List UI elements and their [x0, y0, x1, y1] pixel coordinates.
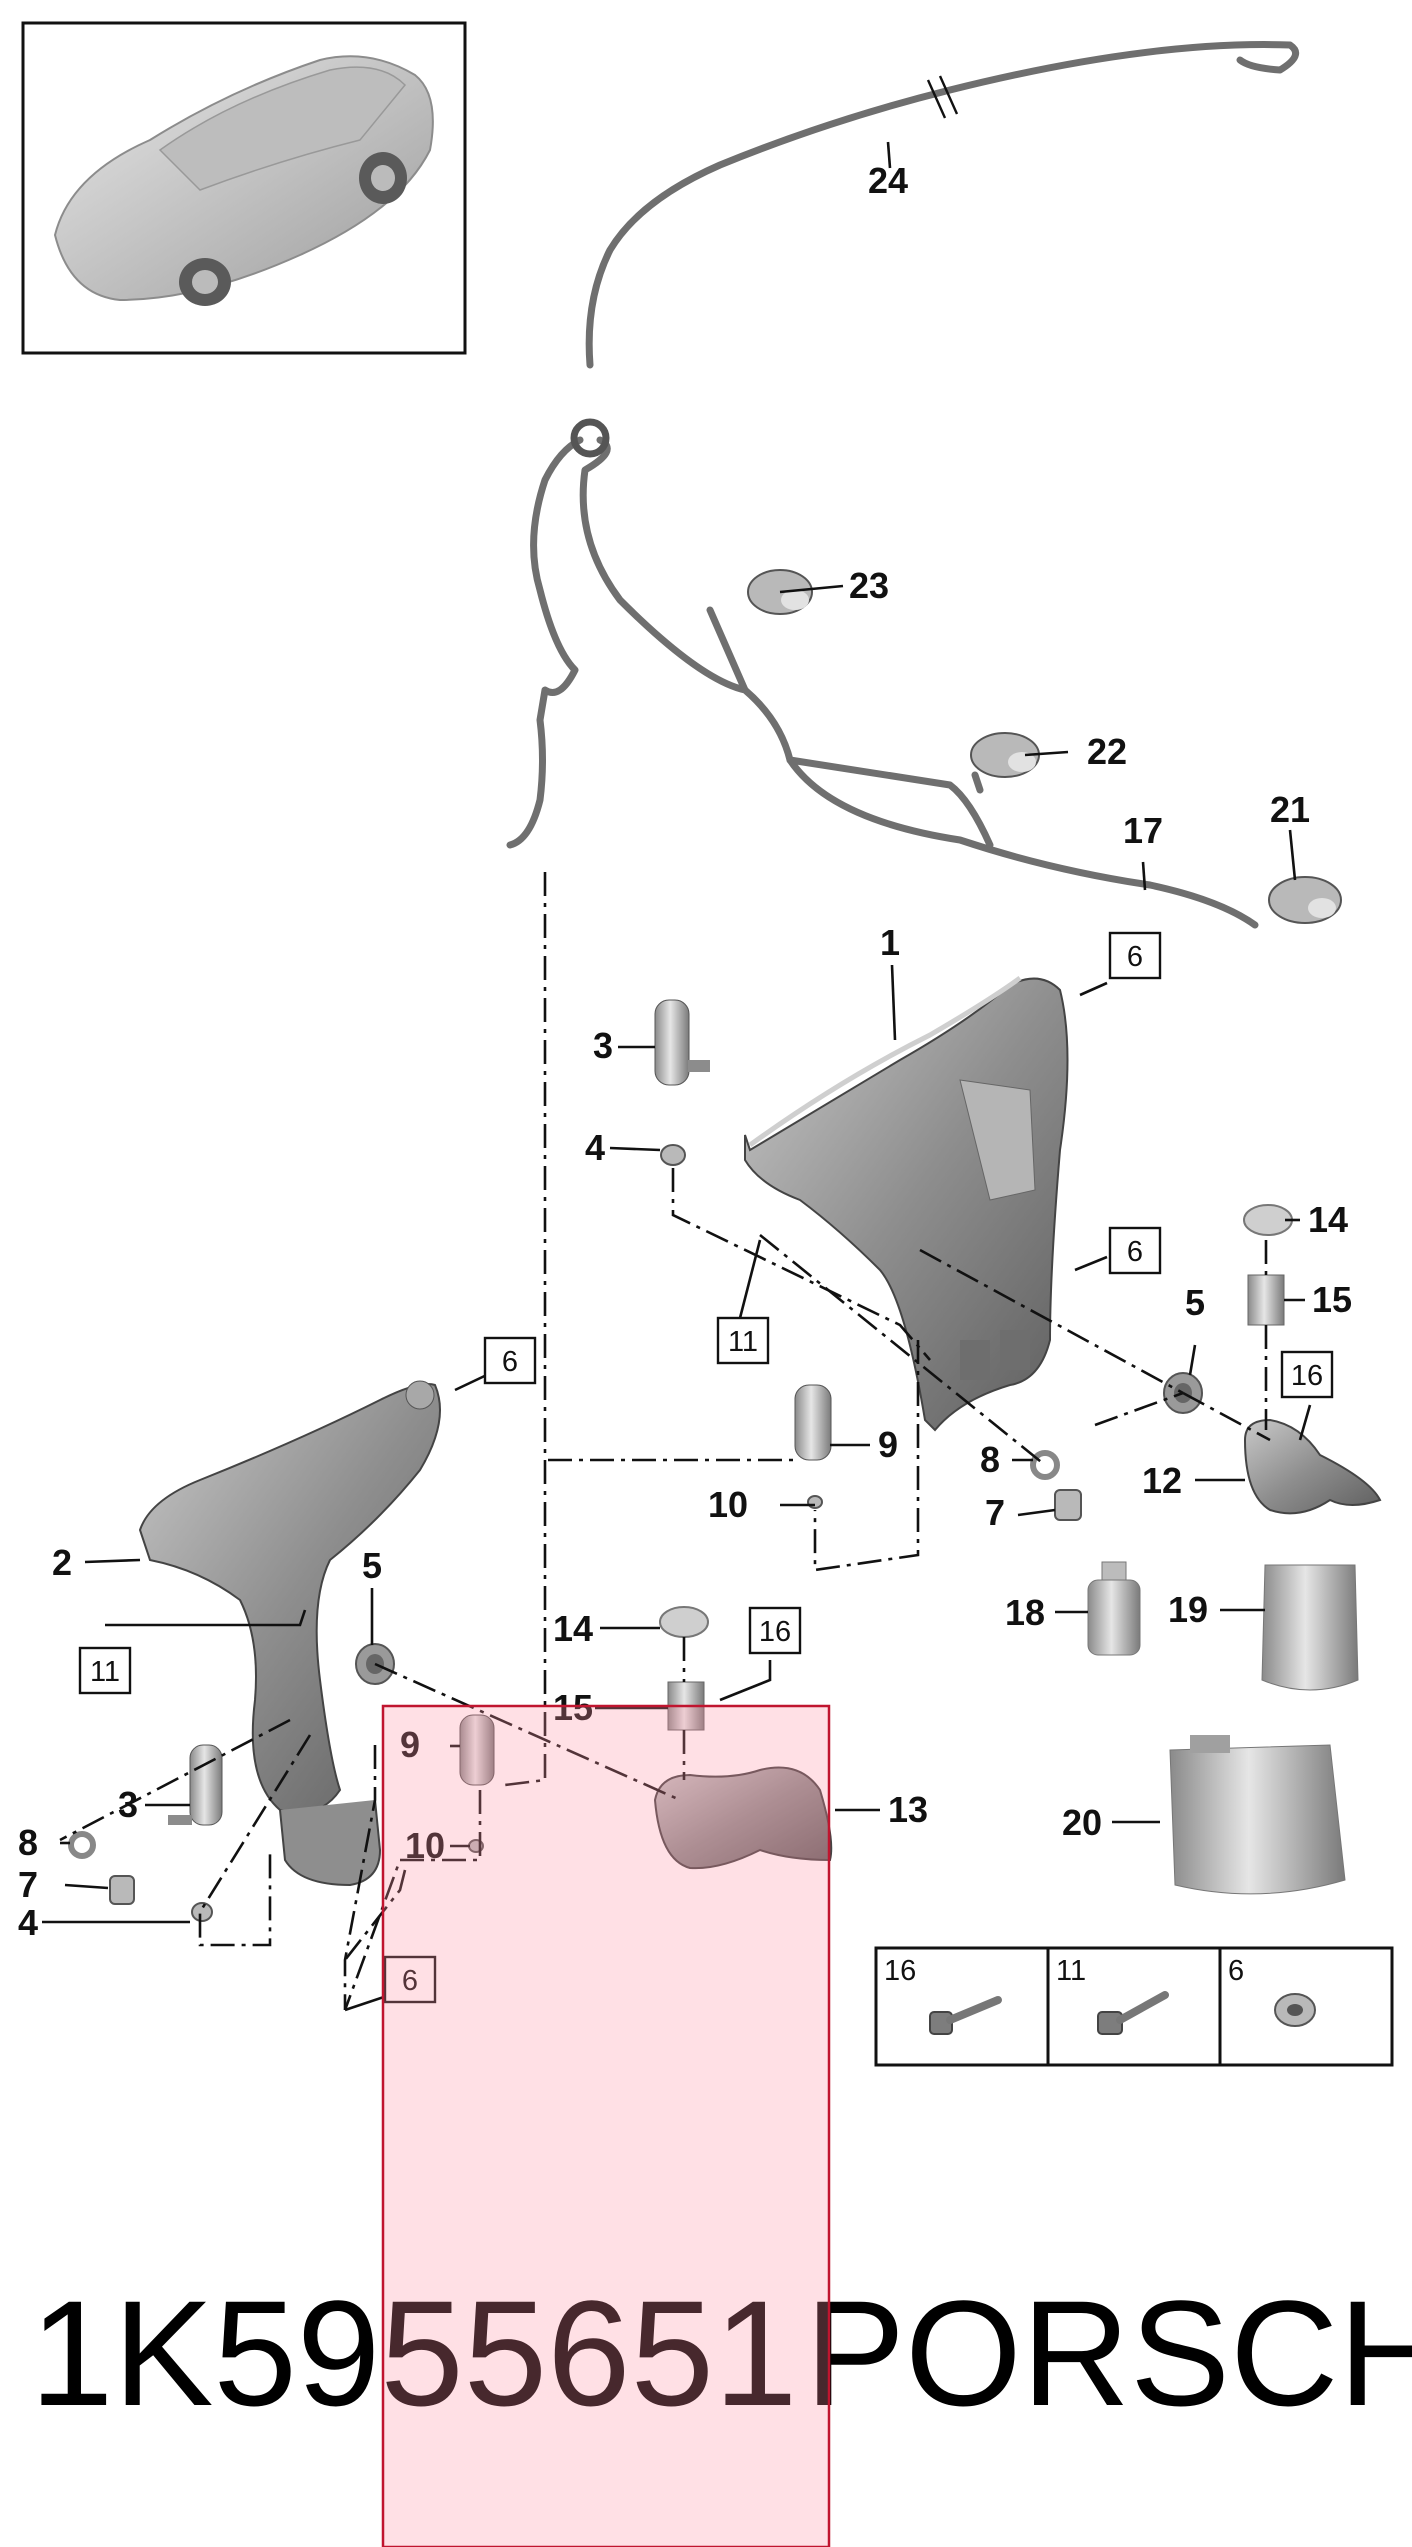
callout-5-right: 5	[1185, 1282, 1205, 1323]
legend-cell-6: 6	[1228, 1955, 1244, 1987]
callout-7-upper: 7	[985, 1492, 1005, 1533]
seal-ring-8-upper	[1030, 1450, 1060, 1480]
callout-9-upper: 9	[878, 1424, 898, 1465]
pump-3-lower	[168, 1744, 223, 1826]
callout-2: 2	[52, 1542, 72, 1583]
callout-15-left: 15	[553, 1687, 593, 1728]
pump-9-lower	[459, 1714, 495, 1786]
pump-3-upper	[654, 999, 710, 1086]
grommet-4-lower	[191, 1902, 213, 1922]
callout-15-right: 15	[1312, 1279, 1352, 1320]
svg-text:6: 6	[1127, 1236, 1143, 1268]
boxed-callouts: 6 6 11 16 6 11 16 6	[78, 931, 1334, 2004]
callout-9-lower: 9	[400, 1724, 420, 1765]
connection-lines	[59, 872, 1271, 2011]
callout-13: 13	[888, 1789, 928, 1830]
washer-tank-1	[744, 975, 1069, 1432]
callout-10-lower: 10	[405, 1825, 445, 1866]
callout-23: 20	[1062, 1802, 1102, 1843]
nozzle-19	[970, 732, 1040, 778]
box-11-lower: 11	[78, 1646, 132, 1695]
box-16-right: 16	[1280, 1350, 1334, 1399]
bottle-22	[1261, 1564, 1359, 1691]
callout-4-upper: 4	[585, 1127, 605, 1168]
box-6-left: 6	[483, 1336, 537, 1385]
callout-4-lower: 4	[18, 1902, 38, 1943]
legend-cell-11: 11	[1056, 1955, 1086, 1987]
box-6-top: 6	[1108, 931, 1162, 980]
box-16-left: 16	[748, 1606, 802, 1655]
callout-3-lower: 3	[118, 1784, 138, 1825]
svg-text:11: 11	[90, 1656, 120, 1688]
nut-6-icon	[1274, 1993, 1316, 2027]
sensor-7-upper	[1054, 1489, 1082, 1521]
sensor-7-lower	[109, 1875, 135, 1905]
callout-3-upper: 3	[593, 1025, 613, 1066]
vehicle-thumbnail	[21, 21, 467, 355]
hose-harness-17	[506, 418, 1259, 929]
part-number: 1K5955651	[30, 2269, 797, 2437]
hose-24	[585, 41, 1300, 369]
callout-7-lower: 7	[18, 1864, 38, 1905]
box-6-bottom: 6	[383, 1955, 437, 2004]
callout-18: 21	[1270, 789, 1310, 830]
callout-21: 18	[1005, 1592, 1045, 1633]
svg-text:11: 11	[728, 1326, 758, 1358]
svg-text:16: 16	[759, 1616, 791, 1648]
canister-23	[1169, 1735, 1346, 1895]
filler-pipe-13	[653, 1766, 833, 1870]
callout-1: 1	[880, 922, 900, 963]
callout-14-left: 14	[553, 1608, 593, 1649]
callout-19: 22	[1087, 731, 1127, 772]
svg-text:16: 16	[1291, 1360, 1323, 1392]
caption: 1K5955651 PORSCHE	[30, 2269, 1412, 2437]
pump-9-upper	[794, 1384, 832, 1461]
svg-text:6: 6	[1127, 941, 1143, 973]
callout-8-lower: 8	[18, 1822, 38, 1863]
legend-cell-16: 16	[884, 1955, 916, 1987]
bolt-16-icon	[929, 1996, 1002, 2035]
cap-14-left	[659, 1606, 709, 1638]
box-6-mid: 6	[1108, 1226, 1162, 1275]
brand-name: PORSCHE	[805, 2269, 1412, 2437]
washer-tank-2	[138, 1380, 441, 1887]
svg-text:6: 6	[502, 1346, 518, 1378]
leader-lines	[42, 141, 1312, 2012]
callout-14-right: 14	[1308, 1199, 1348, 1240]
filler-pipe-12	[1243, 1418, 1382, 1515]
svg-text:6: 6	[402, 1965, 418, 1997]
fastener-legend: 16 11 6	[874, 1946, 1394, 2067]
bolt-11-icon	[1097, 1991, 1169, 2035]
grommet-4-upper	[660, 1144, 686, 1166]
filler-neck-15-right	[1247, 1274, 1285, 1326]
callout-5-left: 5	[362, 1545, 382, 1586]
box-11-upper: 11	[716, 1316, 770, 1365]
bottle-21	[1087, 1561, 1141, 1656]
callout-10-upper: 10	[708, 1484, 748, 1525]
callout-22: 19	[1168, 1589, 1208, 1630]
seal-ring-8-lower	[68, 1831, 96, 1859]
car-image	[53, 55, 434, 306]
callout-12: 12	[1142, 1460, 1182, 1501]
callout-17: 17	[1123, 810, 1163, 851]
callout-8-upper: 8	[980, 1439, 1000, 1480]
cap-14-right	[1243, 1204, 1293, 1236]
highlight-overlay	[381, 1704, 831, 2547]
nozzle-18	[1268, 876, 1342, 924]
callout-24: 24	[868, 160, 908, 201]
callout-labels: 24 23 22 21 17 1 3 4 14 15 5 12 9 10 8 7…	[18, 160, 1352, 1943]
callout-20: 23	[849, 565, 889, 606]
